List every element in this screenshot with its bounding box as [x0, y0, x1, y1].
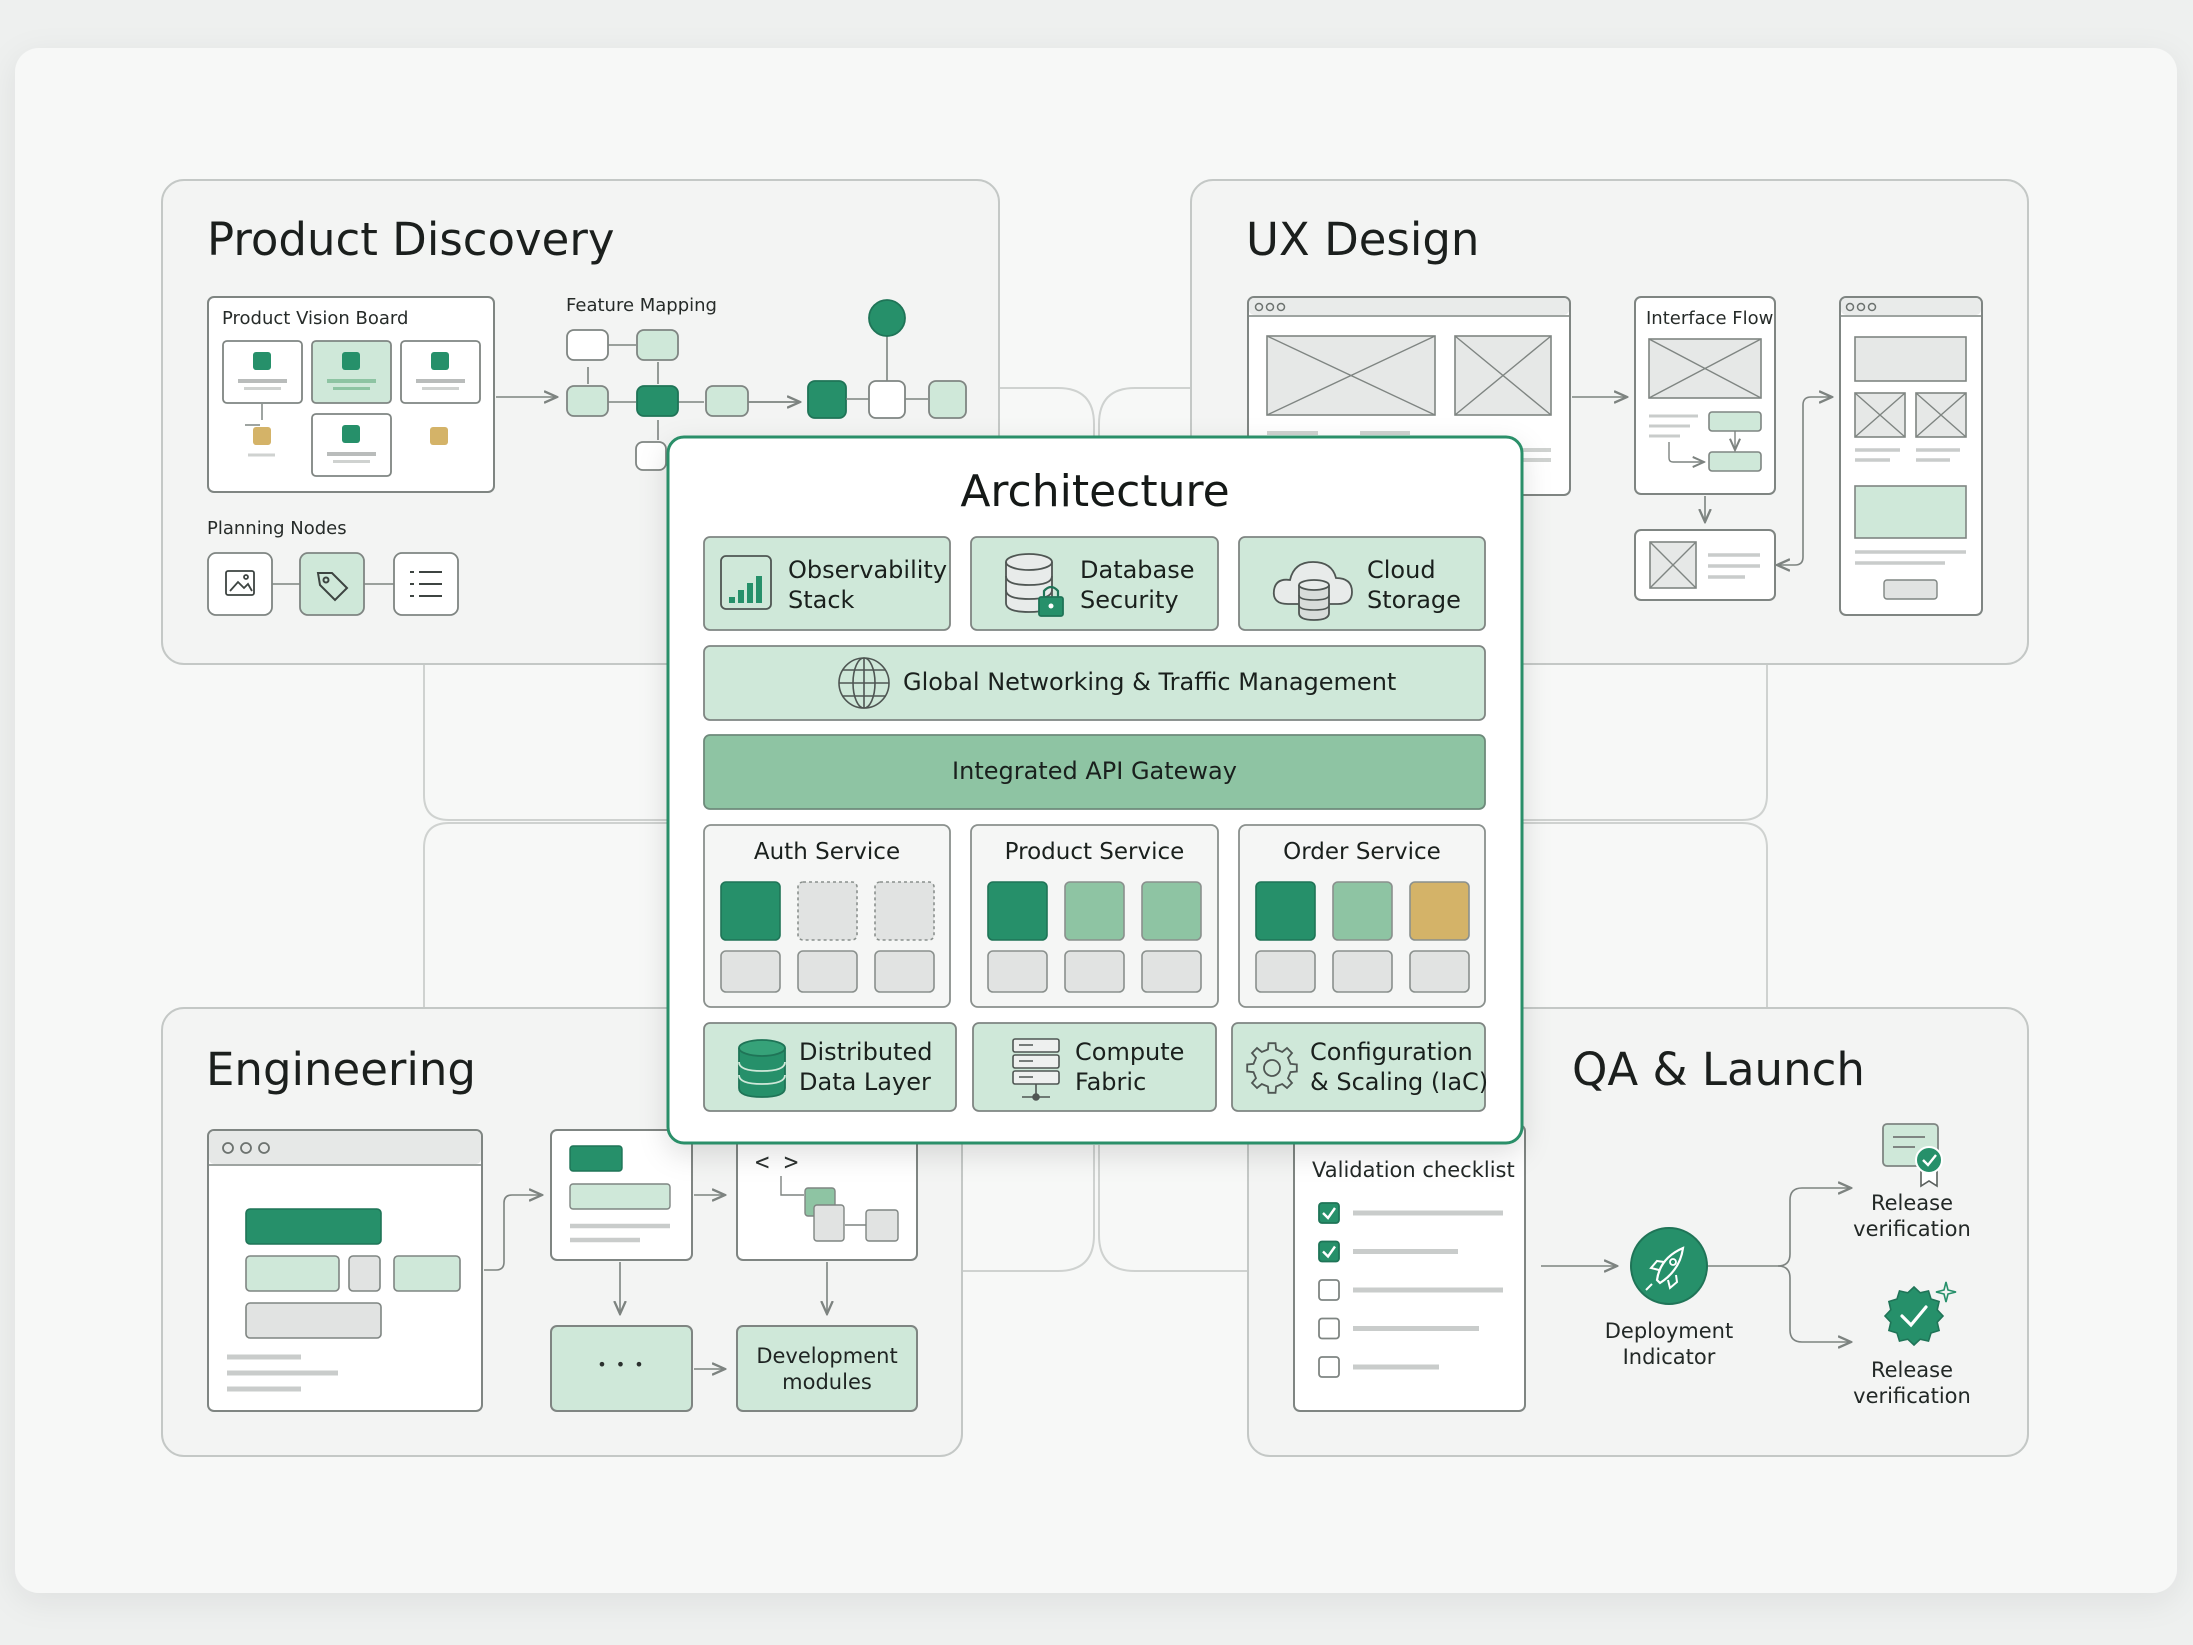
- engineering-code-card: [736, 1129, 918, 1261]
- networking-bar: [703, 645, 1486, 721]
- service-block: [1141, 881, 1202, 941]
- networking-label: Global Networking & Traffic Management: [903, 668, 1397, 696]
- release-verification-bottom-label: Release verification: [1853, 1358, 1971, 1409]
- checklist-items: [1318, 1202, 1503, 1378]
- service-block: [797, 950, 858, 993]
- release-verification-top-label: Release verification: [1853, 1191, 1971, 1242]
- gear-icon: [1246, 1042, 1298, 1094]
- planning-nodes-label: Planning Nodes: [207, 518, 347, 539]
- feature-mapping-graph: [566, 299, 967, 471]
- bar-chart-icon: [720, 555, 772, 610]
- service-block: [720, 950, 781, 993]
- service-block: [1255, 950, 1316, 993]
- service-block: [720, 881, 781, 941]
- image-icon: [225, 570, 255, 596]
- auth-service-label: Auth Service: [753, 839, 901, 865]
- vision-board-cards: [222, 340, 481, 477]
- architecture-title: Architecture: [960, 466, 1230, 517]
- ellipsis-label: • • •: [597, 1355, 646, 1374]
- server-icon: [1012, 1038, 1060, 1101]
- planning-nodes: [207, 552, 459, 616]
- tag-icon: [316, 572, 349, 602]
- api-gateway-label: Integrated API Gateway: [952, 757, 1237, 785]
- service-block: [1064, 950, 1125, 993]
- validation-checklist-label: Validation checklist: [1312, 1158, 1515, 1182]
- development-modules-box: [736, 1325, 918, 1412]
- service-block: [987, 881, 1048, 941]
- engineering-title: Engineering: [206, 1043, 476, 1096]
- list-icon: [410, 571, 442, 597]
- development-modules-label: Development modules: [756, 1344, 898, 1395]
- ux-design-title: UX Design: [1246, 213, 1480, 266]
- rocket-icon: [1630, 1227, 1708, 1305]
- service-block: [1409, 950, 1470, 993]
- checklist-item[interactable]: [1318, 1202, 1503, 1224]
- code-icon: < >: [755, 1148, 799, 1176]
- cloud-storage-label: Cloud Storage: [1367, 556, 1461, 614]
- flow-result-card: [1634, 529, 1776, 601]
- checklist-item[interactable]: [1318, 1240, 1458, 1263]
- cloud-database-icon: [1272, 561, 1353, 621]
- service-block: [1409, 881, 1470, 941]
- qa-launch-title: QA & Launch: [1572, 1043, 1865, 1096]
- api-gateway-bar[interactable]: [703, 734, 1486, 810]
- service-block: [874, 950, 935, 993]
- product-discovery-title: Product Discovery: [207, 213, 615, 266]
- compute-fabric-label: Compute Fabric: [1075, 1038, 1185, 1096]
- configuration-scaling-label: Configuration & Scaling (IaC): [1310, 1038, 1489, 1096]
- interface-flow-label: Interface Flow: [1646, 308, 1774, 329]
- distributed-data-layer-label: Distributed Data Layer: [799, 1038, 933, 1096]
- observability-stack-label: Observability Stack: [788, 556, 948, 614]
- checklist-item[interactable]: [1318, 1356, 1439, 1378]
- engineering-browser-window: [207, 1129, 483, 1412]
- verified-badge-icon: [1883, 1281, 1957, 1347]
- service-block: [1141, 950, 1202, 993]
- database-security-label: Database Security: [1080, 556, 1195, 614]
- service-block: [987, 950, 1048, 993]
- checklist-item[interactable]: [1318, 1279, 1503, 1301]
- service-block: [1255, 881, 1316, 941]
- order-service-label: Order Service: [1283, 839, 1441, 865]
- product-service-label: Product Service: [1004, 839, 1185, 865]
- service-block: [1332, 950, 1393, 993]
- globe-icon: [838, 657, 890, 709]
- database-icon: [738, 1039, 786, 1098]
- checklist-item[interactable]: [1318, 1317, 1479, 1340]
- certificate-icon: [1882, 1123, 1943, 1188]
- product-vision-board-label: Product Vision Board: [222, 308, 409, 329]
- mobile-wireframe: [1839, 296, 1983, 616]
- deployment-indicator-label: Deployment Indicator: [1604, 1319, 1734, 1370]
- service-block: [1332, 881, 1393, 941]
- service-block: [874, 881, 935, 941]
- ellipsis-box: [550, 1325, 693, 1412]
- interface-flow-card: [1634, 296, 1776, 495]
- service-block: [797, 881, 858, 941]
- engineering-module-card: [550, 1129, 693, 1261]
- database-lock-icon: [1005, 553, 1064, 617]
- service-block: [1064, 881, 1125, 941]
- service-blocks: [720, 881, 1470, 993]
- feature-mapping-label: Feature Mapping: [566, 295, 717, 316]
